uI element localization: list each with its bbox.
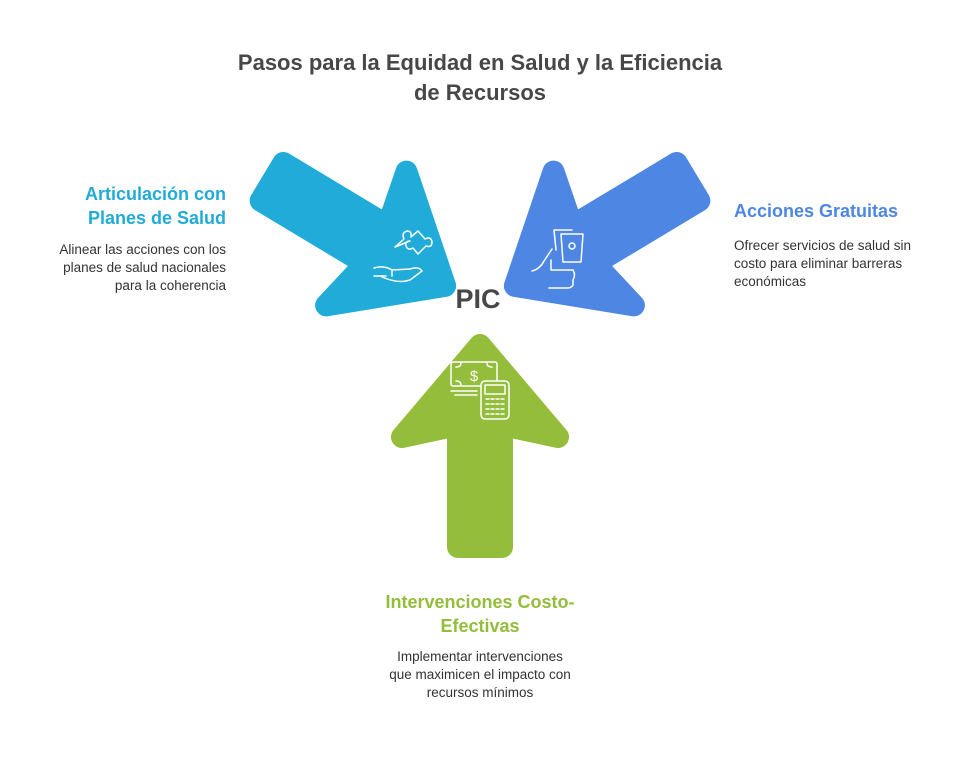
center-label: PIC [455, 284, 501, 314]
svg-text:$: $ [470, 368, 479, 385]
step-description-articulacion: Alinear las acciones con los planes de s… [59, 242, 226, 293]
hand-money-icon [531, 229, 584, 289]
step-description-costo: Implementar intervenciones que maximicen… [389, 649, 571, 700]
arrow-costo [402, 345, 558, 547]
step-heading-costo: Intervenciones Costo-Efectivas [385, 592, 575, 636]
step-heading-articulacion: Articulación con Planes de Salud [84, 184, 226, 228]
arrow-articulacion [232, 115, 485, 353]
money-calculator-icon: $ [450, 361, 510, 420]
diagram-title: Pasos para la Equidad en Salud y la Efic… [237, 50, 723, 105]
step-heading-gratuitas: Acciones Gratuitas [734, 201, 899, 221]
arrow-gratuitas [475, 115, 728, 353]
puzzle-hand-icon [373, 230, 433, 283]
step-description-gratuitas: Ofrecer servicios de salud sin costo par… [734, 238, 912, 289]
